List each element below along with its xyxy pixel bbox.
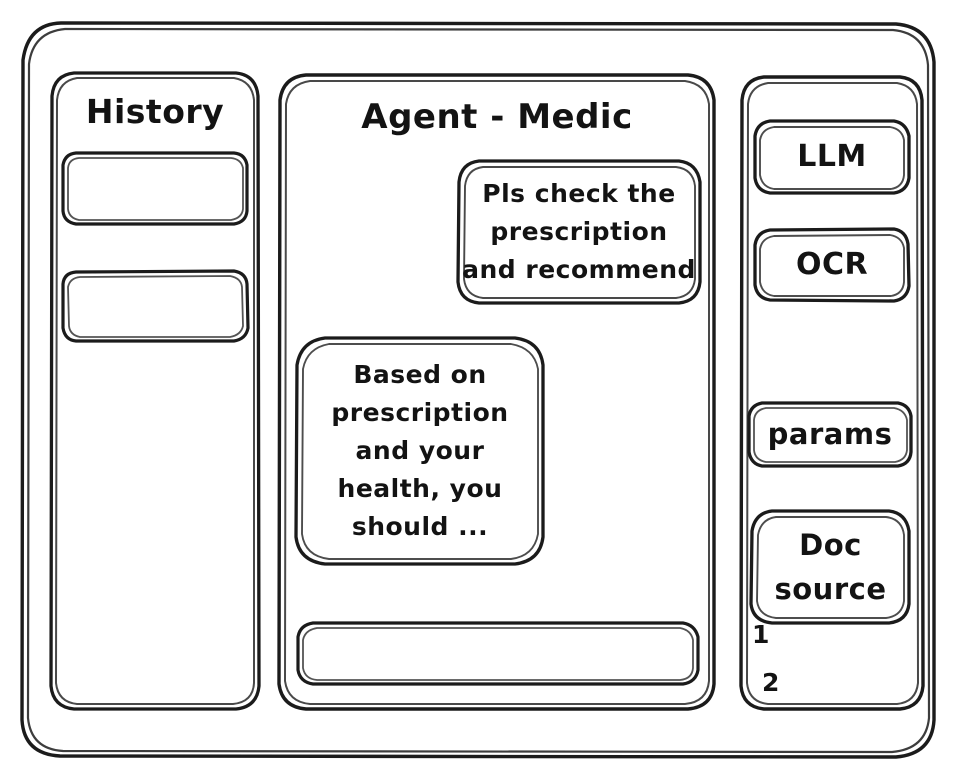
doc-source-item[interactable]: 1	[752, 620, 770, 649]
message-text-user: Pls check the prescription and recommend	[462, 179, 696, 284]
history-item[interactable]	[60, 150, 250, 226]
message-text-assistant: Based on prescription and your health, y…	[331, 360, 509, 541]
page-title: Agent - Medic	[361, 97, 633, 137]
doc-source-label: Doc source	[774, 528, 887, 606]
tool-button-label: params	[767, 417, 893, 451]
message-input[interactable]	[295, 620, 701, 686]
tool-button-params[interactable]: params	[746, 400, 914, 468]
doc-source-panel[interactable]: Doc source	[748, 508, 913, 626]
tool-button-label: LLM	[797, 139, 867, 174]
message-bubble-user: Pls check the prescription and recommend	[455, 158, 703, 306]
tool-button-label: OCR	[795, 247, 869, 282]
history-item[interactable]	[60, 268, 250, 344]
doc-source-item[interactable]: 2	[762, 668, 780, 697]
message-bubble-assistant: Based on prescription and your health, y…	[293, 335, 547, 567]
tool-button-ocr[interactable]: OCR	[752, 226, 912, 304]
tool-button-llm[interactable]: LLM	[752, 118, 912, 196]
history-title: History	[85, 92, 225, 131]
